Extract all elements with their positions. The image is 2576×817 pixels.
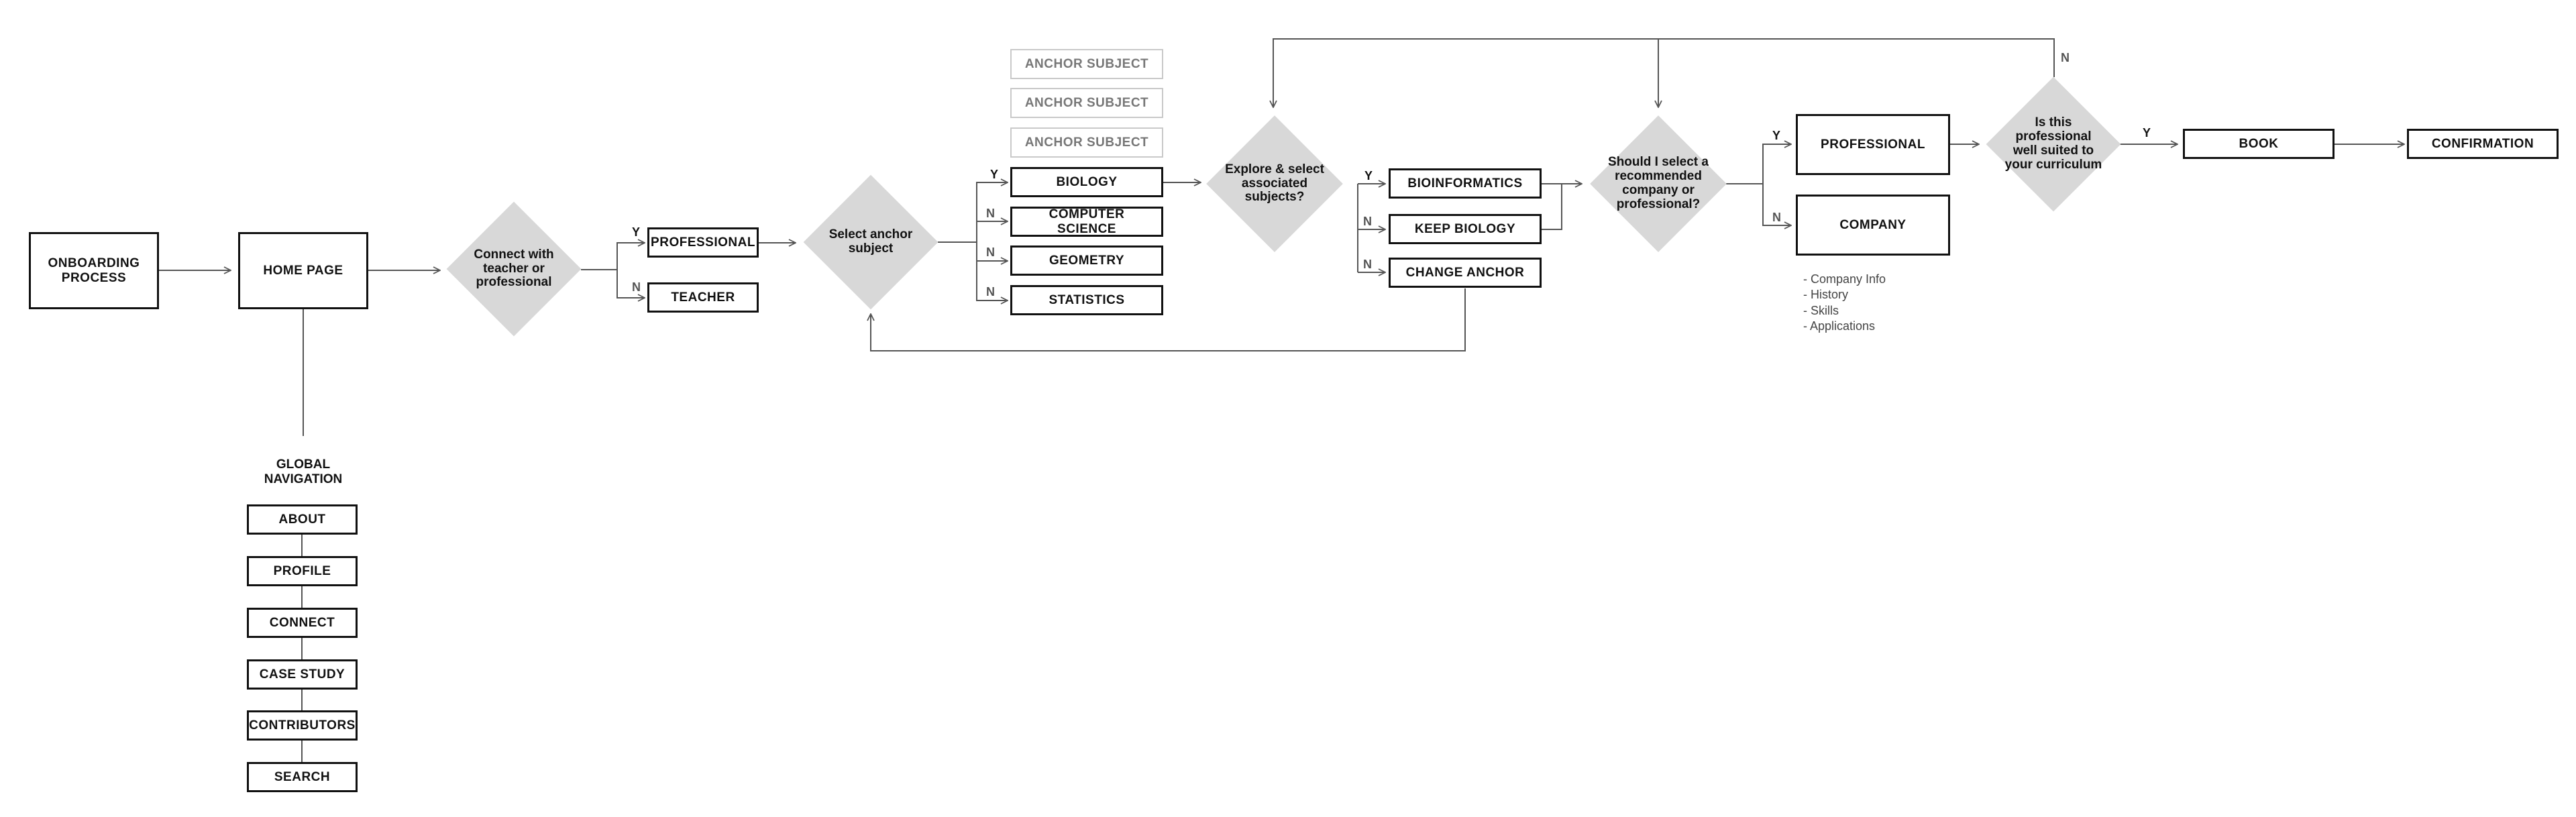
select-anchor-decision-label: Select anchor subject: [828, 227, 913, 256]
edge-connect-teacher: [616, 270, 645, 298]
nav-item-search[interactable]: SEARCH: [247, 762, 358, 792]
select-anchor-decision[interactable]: Select anchor subject: [803, 174, 938, 310]
connect-decision-label: Connect with teacher or professional: [474, 247, 554, 290]
nav-item-about[interactable]: ABOUT: [247, 504, 358, 535]
subject-geometry[interactable]: GEOMETRY: [1010, 246, 1163, 276]
anchor-subject-placeholder-1: ANCHOR SUBJECT: [1010, 49, 1163, 79]
suited-decision-label: Is this professional well suited to your…: [2004, 115, 2102, 172]
suited-yes-label: Y: [2143, 126, 2151, 140]
subject-statistics[interactable]: STATISTICS: [1010, 285, 1163, 315]
suited-no-label: N: [2061, 51, 2070, 64]
subject-computer-science[interactable]: COMPUTER SCIENCE: [1010, 207, 1163, 237]
keep-biology-node[interactable]: KEEP BIOLOGY: [1389, 214, 1542, 244]
edge-keepbiology-recommend: [1541, 184, 1562, 230]
connect-yes-label: Y: [632, 225, 641, 239]
biology-yes-label: Y: [990, 168, 999, 181]
company-detail-item: - Applications: [1803, 319, 1876, 333]
nav-item-contributors[interactable]: CONTRIBUTORS: [247, 710, 358, 741]
connect-no-label: N: [632, 280, 641, 294]
cs-no-label: N: [986, 207, 995, 220]
edge-connect-professional: [616, 243, 645, 270]
anchor-subject-placeholder-3: ANCHOR SUBJECT: [1010, 127, 1163, 158]
connect-decision[interactable]: Connect with teacher or professional: [446, 201, 582, 337]
geometry-no-label: N: [986, 246, 995, 259]
changeanchor-no-label: N: [1363, 258, 1372, 271]
home-page-node[interactable]: HOME PAGE: [238, 232, 368, 309]
bioinformatics-yes-label: Y: [1364, 169, 1373, 182]
edge-anchor-statistics: [976, 261, 1008, 301]
statistics-no-label: N: [986, 285, 995, 298]
nav-item-case-study[interactable]: CASE STUDY: [247, 659, 358, 690]
book-node[interactable]: BOOK: [2183, 129, 2334, 159]
recommend-no-label: N: [1772, 211, 1781, 224]
recommend-yes-label: Y: [1772, 129, 1781, 142]
company-detail-item: - History: [1803, 288, 1848, 302]
global-navigation-title: GLOBAL NAVIGATION: [264, 457, 343, 486]
bioinformatics-node[interactable]: BIOINFORMATICS: [1389, 168, 1542, 199]
edge-suited-no-loop: [1273, 38, 2055, 107]
explore-decision-label: Explore & select associated subjects?: [1225, 162, 1324, 205]
change-anchor-node[interactable]: CHANGE ANCHOR: [1389, 258, 1542, 288]
anchor-subject-placeholder-2: ANCHOR SUBJECT: [1010, 88, 1163, 118]
company-detail-item: - Company Info: [1803, 272, 1886, 286]
subject-biology[interactable]: BIOLOGY: [1010, 167, 1163, 197]
edge-changeanchor-loop: [871, 288, 1466, 351]
confirmation-node[interactable]: CONFIRMATION: [2407, 129, 2559, 159]
company-detail-item: - Skills: [1803, 303, 1839, 317]
company-details-list: - Company Info - History - Skills - Appl…: [1803, 272, 1886, 335]
recommend-decision-label: Should I select a recommended company or…: [1608, 155, 1709, 211]
suited-decision[interactable]: Is this professional well suited to your…: [1986, 76, 2121, 212]
explore-decision[interactable]: Explore & select associated subjects?: [1206, 115, 1343, 252]
nav-item-connect[interactable]: CONNECT: [247, 608, 358, 638]
professional-node[interactable]: PROFESSIONAL: [647, 227, 759, 258]
recommend-decision[interactable]: Should I select a recommended company or…: [1590, 115, 1727, 252]
edge-recommend-company: [1762, 184, 1791, 225]
professional-choice-node[interactable]: PROFESSIONAL: [1796, 114, 1950, 175]
onboarding-process-node[interactable]: ONBOARDING PROCESS: [29, 232, 159, 309]
nav-item-profile[interactable]: PROFILE: [247, 556, 358, 586]
edge-anchor-biology: [976, 182, 1008, 242]
company-node[interactable]: COMPANY: [1796, 195, 1950, 256]
teacher-node[interactable]: TEACHER: [647, 282, 759, 313]
edge-recommend-professional: [1762, 144, 1791, 184]
keepbiology-no-label: N: [1363, 215, 1372, 228]
